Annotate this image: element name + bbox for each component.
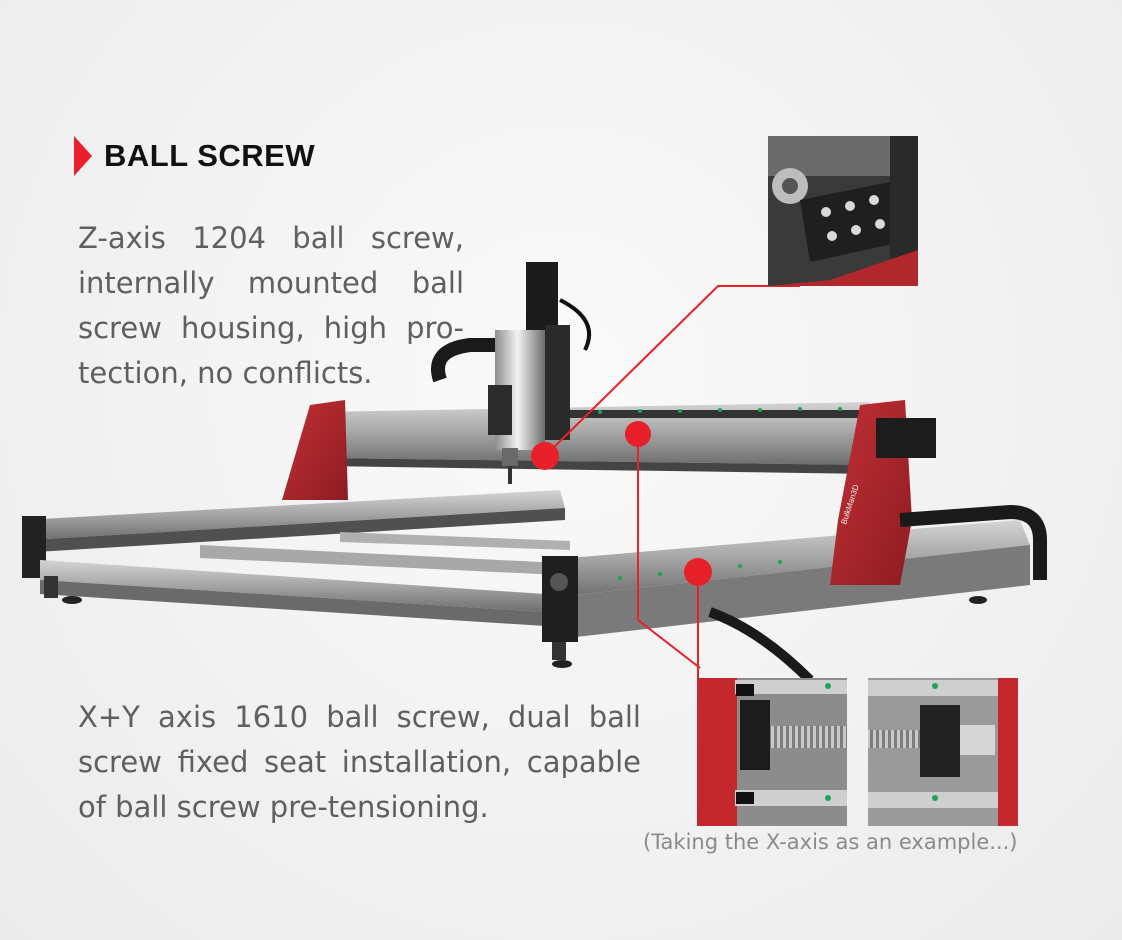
x-gantry-beam (320, 402, 872, 580)
x-axis-fixed-seat-photo (697, 678, 847, 826)
front-y-rail (542, 520, 1030, 642)
section-title: BALL SCREW (104, 138, 316, 173)
rear-y-rail (22, 490, 565, 578)
y-axis-callout-dot (684, 558, 712, 586)
right-gantry-plate: BulkMan3D (830, 400, 936, 585)
x-axis-callout-dot (625, 421, 651, 447)
section-heading: BALL SCREW (74, 136, 315, 176)
z-cable-chain (431, 338, 500, 383)
z-axis-spindle (488, 262, 591, 484)
detail-caption: (Taking the X-axis as an example...) (643, 830, 1018, 854)
z-axis-detail-photo (768, 136, 918, 286)
x-axis-ball-nut-photo (868, 678, 1018, 826)
xy-axis-description: X+Y axis 1610 ball screw, dual ball scre… (78, 700, 641, 824)
y-cable-chain (899, 504, 1047, 580)
left-gantry-plate (282, 400, 348, 500)
bed-rails (40, 532, 987, 668)
cable-bundle (708, 607, 814, 684)
z-axis-description: Z-axis 1204 ball screw, internally mount… (78, 221, 464, 390)
play-arrow-icon (74, 136, 92, 176)
z-axis-callout-dot (531, 442, 559, 470)
